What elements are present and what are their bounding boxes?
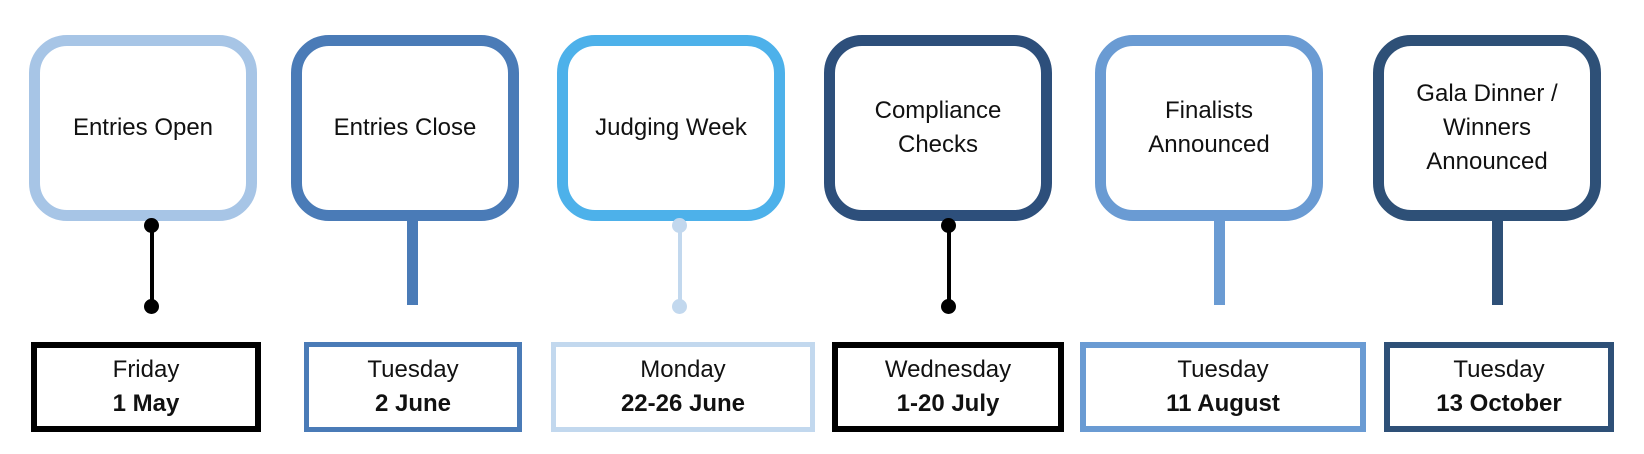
date-value: 2 June — [374, 390, 452, 417]
date-value: 11 August — [1166, 390, 1280, 417]
date-box: Tuesday 13 October — [1384, 342, 1614, 432]
connector-pin-line — [150, 225, 154, 307]
connector-pin-bottom-dot — [144, 299, 159, 314]
milestone-label-box: Entries Open — [29, 35, 257, 221]
milestone-label-box: Compliance Checks — [824, 35, 1052, 221]
milestone-label-box: Finalists Announced — [1095, 35, 1323, 221]
connector-pin-line — [678, 225, 682, 307]
date-day: Wednesday — [884, 356, 1012, 383]
milestone-label: Compliance Checks — [874, 97, 1002, 158]
connector-pin-top-dot — [672, 218, 687, 233]
connector-pin-line — [947, 225, 951, 307]
milestone-label: Entries Open — [72, 114, 214, 141]
connector-stem — [1214, 219, 1225, 305]
date-day: Tuesday — [1177, 356, 1269, 383]
connector-pin-bottom-dot — [941, 299, 956, 314]
connector-pin-top-dot — [941, 218, 956, 233]
connector-stem — [1492, 219, 1503, 305]
date-value: 1-20 July — [896, 390, 1000, 417]
date-day: Tuesday — [367, 356, 459, 383]
milestone-label: Finalists Announced — [1148, 97, 1270, 158]
date-value: 22-26 June — [620, 390, 746, 417]
connector-stem — [407, 219, 418, 305]
connector-pin-top-dot — [144, 218, 159, 233]
connector-pin-bottom-dot — [672, 299, 687, 314]
date-box: Monday 22-26 June — [551, 342, 815, 432]
milestone-label: Judging Week — [595, 114, 747, 141]
date-box: Wednesday 1-20 July — [832, 342, 1064, 432]
date-value: 1 May — [112, 390, 180, 417]
milestone-label-box: Entries Close — [291, 35, 519, 221]
date-day: Tuesday — [1453, 356, 1545, 383]
date-day: Monday — [640, 356, 726, 383]
milestone-label-box: Judging Week — [557, 35, 785, 221]
date-day: Friday — [112, 356, 180, 383]
date-value: 13 October — [1436, 390, 1562, 417]
date-box: Tuesday 2 June — [304, 342, 522, 432]
date-box: Tuesday 11 August — [1080, 342, 1366, 432]
milestone-label: Gala Dinner / Winners Announced — [1416, 80, 1558, 175]
milestone-label-box: Gala Dinner / Winners Announced — [1373, 35, 1601, 221]
date-box: Friday 1 May — [31, 342, 261, 432]
milestone-label: Entries Close — [333, 114, 477, 141]
